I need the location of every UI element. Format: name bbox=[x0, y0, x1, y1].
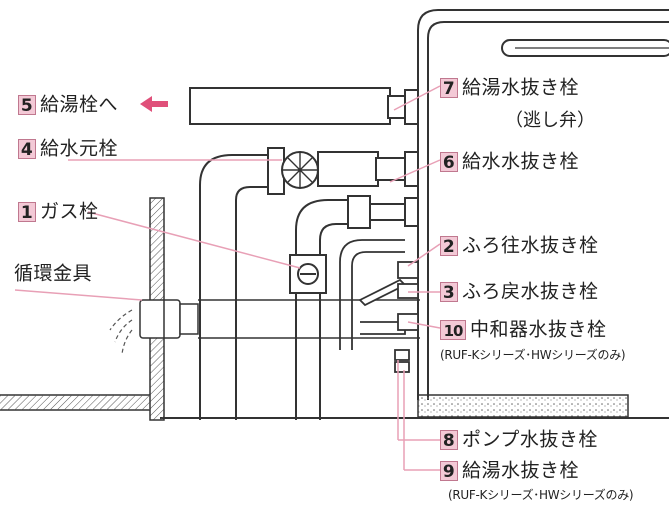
leader-lines bbox=[14, 85, 441, 471]
arrow-left-icon bbox=[140, 96, 168, 112]
label-hot-water-drain-note: (RUF-Kシリーズ･HWシリーズのみ) bbox=[448, 488, 634, 502]
label-circulation-fitting: 循環金具 bbox=[14, 262, 93, 285]
base-block bbox=[417, 394, 629, 418]
water-supply-pipe bbox=[199, 147, 419, 420]
label-relief-valve: （逃し弁） bbox=[505, 110, 595, 131]
hot-water-pipe bbox=[189, 87, 419, 125]
water-flow-marks bbox=[109, 309, 133, 355]
bath-pipes bbox=[339, 239, 419, 373]
gas-pipe bbox=[289, 195, 419, 420]
water-heater-unit bbox=[417, 9, 669, 400]
label-neutralizer-note: (RUF-Kシリーズ･HWシリーズのみ) bbox=[440, 348, 626, 362]
